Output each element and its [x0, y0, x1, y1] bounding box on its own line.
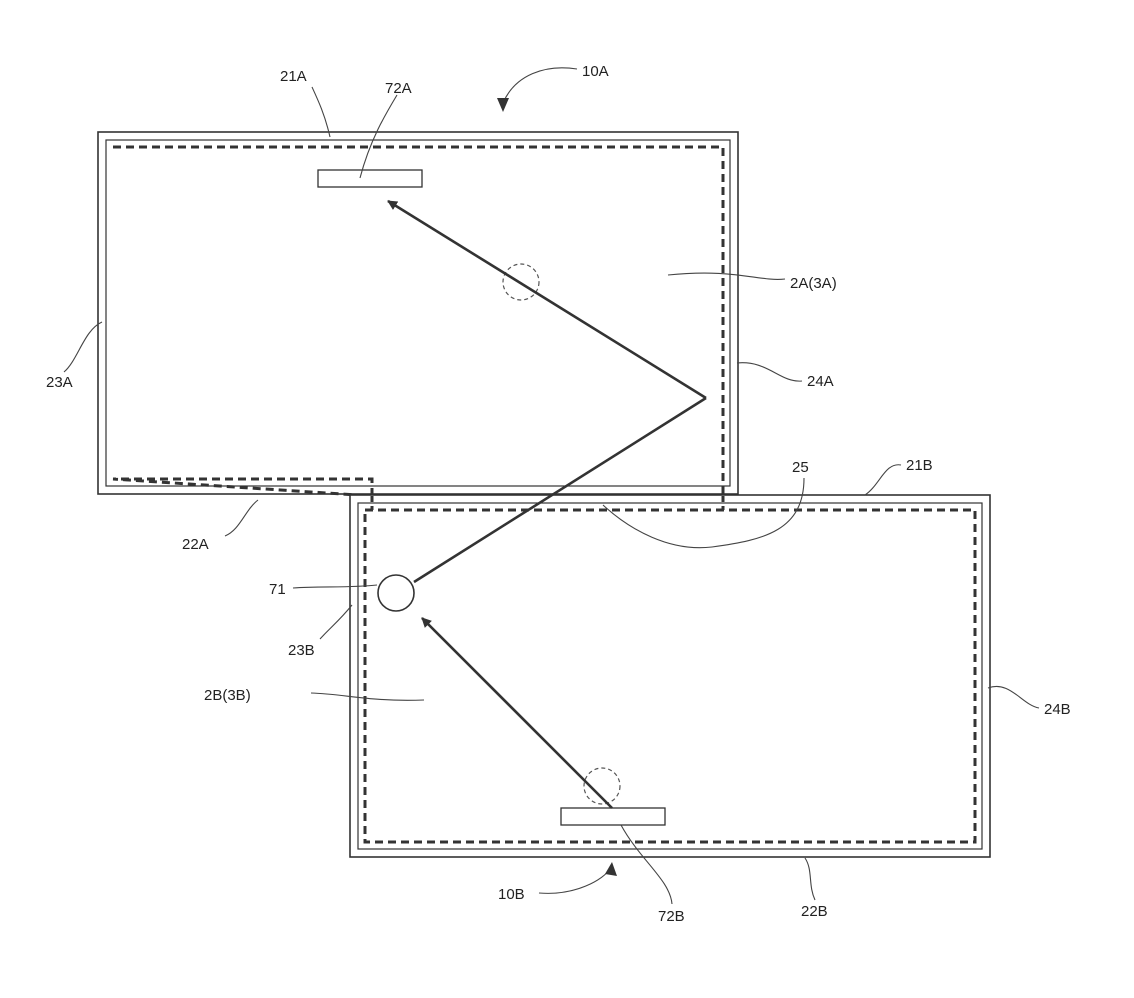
label-22a: 22A: [182, 536, 209, 553]
device-10a-inner-frame: [105, 139, 731, 487]
label-72b: 72B: [658, 908, 685, 925]
label-72a: 72A: [385, 80, 412, 97]
label-71: 71: [269, 581, 286, 598]
label-10a: 10A: [582, 63, 609, 80]
dashed-circle-b: [583, 767, 621, 805]
movement-path: [387, 199, 707, 809]
label-23a: 23A: [46, 374, 73, 391]
label-22b: 22B: [801, 903, 828, 920]
display-2a-dashed-boundary: [112, 145, 725, 498]
device-10b-inner-frame: [357, 502, 983, 850]
item-72a-bar: [317, 169, 423, 188]
region-25-dashed-edge: [370, 496, 725, 510]
label-23b: 23B: [288, 642, 315, 659]
arrowhead-10b: [605, 862, 617, 876]
display-2b-dashed-boundary: [363, 508, 977, 844]
leader-23b: [319, 604, 353, 640]
device-10b-outer-frame: [349, 494, 991, 858]
leader-22b: [804, 857, 816, 901]
leader-22a: [224, 499, 259, 537]
leader-lines: [63, 67, 1040, 905]
item-72b-bar: [560, 807, 666, 826]
label-24b: 24B: [1044, 701, 1071, 718]
leader-10b: [538, 867, 612, 894]
label-21a: 21A: [280, 68, 307, 85]
leader-23a: [63, 321, 103, 373]
label-10b: 10B: [498, 886, 525, 903]
arrowhead-10a: [497, 98, 509, 112]
label-24a: 24A: [807, 373, 834, 390]
label-21b: 21B: [906, 457, 933, 474]
label-25: 25: [792, 459, 809, 476]
leader-21a: [311, 86, 331, 138]
leader-72a: [359, 94, 398, 179]
leader-72b: [620, 824, 673, 905]
device-10a-outer-frame: [97, 131, 739, 495]
dashed-circle-a: [502, 263, 540, 301]
leader-21b: [864, 464, 902, 496]
path-segment-from-72b: [421, 617, 613, 809]
leader-71: [292, 584, 378, 589]
leader-24b: [987, 685, 1040, 709]
path-segment-from-71: [413, 396, 707, 584]
leader-2a: [667, 272, 786, 280]
device-10a: [97, 131, 739, 498]
path-segment-to-72a: [387, 199, 707, 400]
leader-24a: [736, 362, 803, 382]
leader-2b: [310, 692, 425, 701]
object-71-circle: [377, 574, 415, 612]
device-10b: [349, 494, 991, 858]
leader-10a: [502, 67, 578, 104]
label-2a-3a: 2A(3A): [790, 275, 837, 292]
leader-25: [602, 477, 805, 549]
reference-labels: 10A 21A 72A 2A(3A) 23A 24A 25 21B 22A 71…: [46, 63, 1071, 925]
label-2b-3b: 2B(3B): [204, 687, 251, 704]
